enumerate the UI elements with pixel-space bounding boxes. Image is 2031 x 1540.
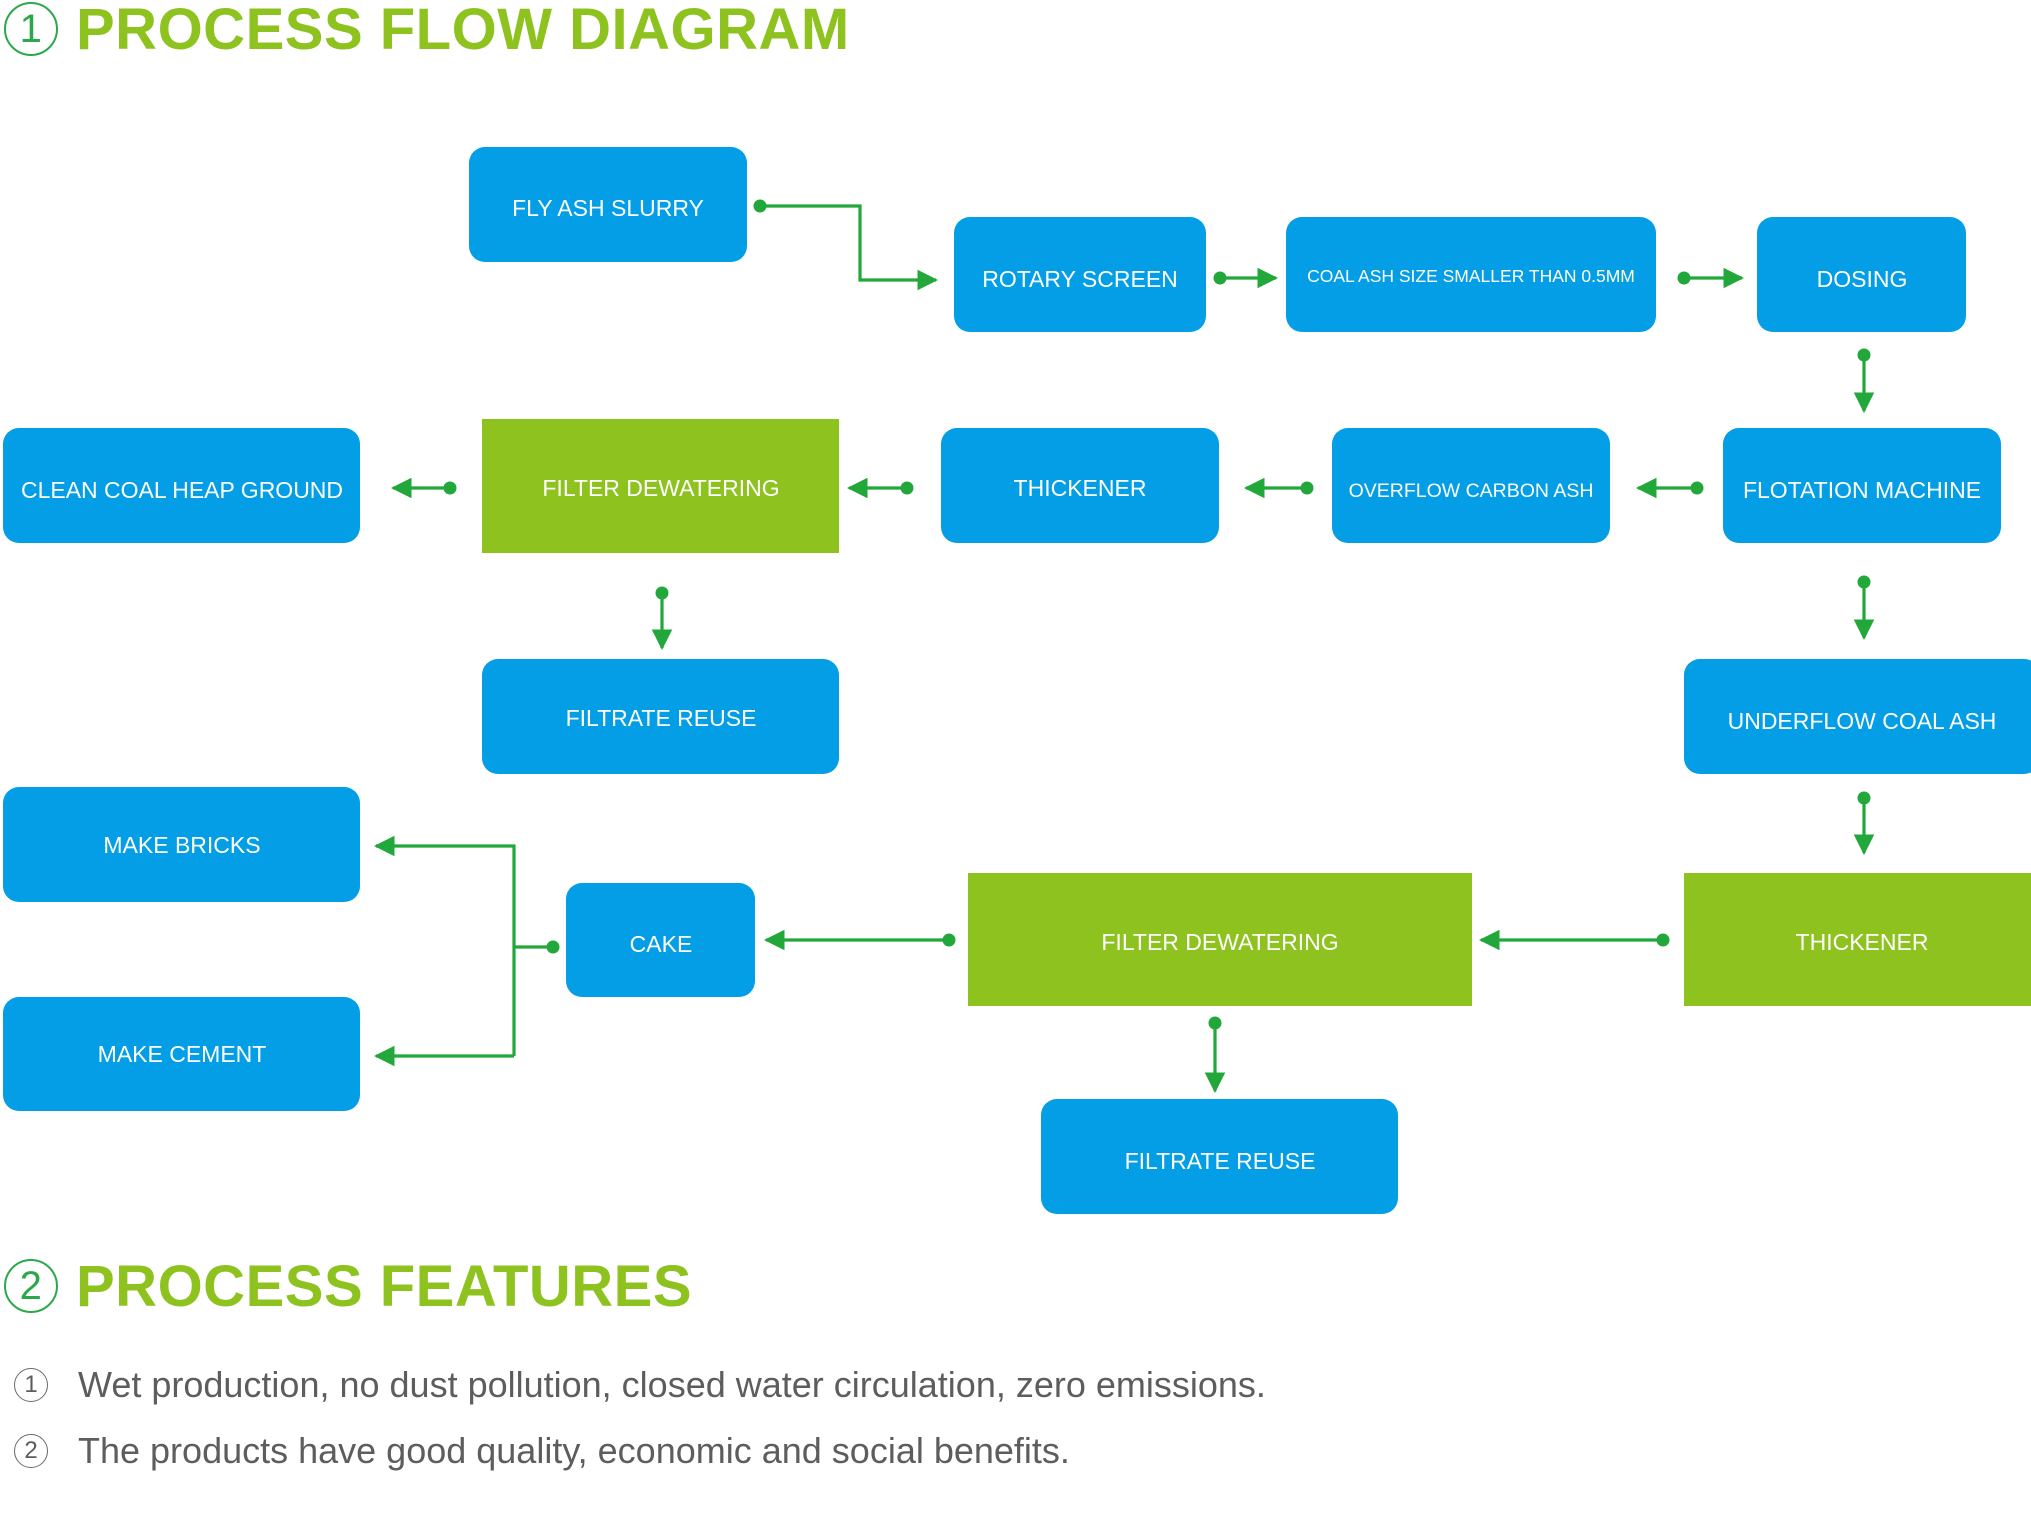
svg-text:MAKE CEMENT: MAKE CEMENT	[98, 1041, 267, 1067]
arrow-slurry-to-rotary-screen	[753, 199, 939, 291]
svg-text:ROTARY SCREEN: ROTARY SCREEN	[982, 266, 1178, 292]
arrow-thickener-to-filter-dewatering	[846, 477, 914, 499]
svg-text:FLY ASH SLURRY: FLY ASH SLURRY	[512, 195, 704, 221]
node-filter-dewatering-lower: FILTER DEWATERING	[968, 873, 1472, 1006]
node-dosing: DOSING	[1757, 217, 1966, 332]
section-number-badge: 1	[4, 2, 58, 56]
node-overflow-carbon-ash: OVERFLOW CARBON ASH	[1332, 428, 1610, 543]
feature-text: Wet production, no dust pollution, close…	[78, 1364, 1266, 1405]
svg-text:FLOTATION MACHINE: FLOTATION MACHINE	[1743, 477, 1981, 503]
node-rotary-screen: ROTARY SCREEN	[954, 217, 1206, 332]
node-fly-ash-slurry: FLY ASH SLURRY	[469, 147, 747, 262]
feature-item: 2 The products have good quality, econom…	[14, 1426, 1266, 1476]
arrow-coal-ash-size-to-dosing	[1677, 267, 1745, 289]
node-filtrate-reuse-lower: FILTRATE REUSE	[1041, 1099, 1398, 1214]
svg-text:FILTER DEWATERING: FILTER DEWATERING	[1101, 929, 1338, 955]
section-heading-features: 2 PROCESS FEATURES	[4, 1253, 692, 1319]
arrow-filter-dewatering-to-filtrate-reuse-lower	[1204, 1016, 1226, 1094]
arrow-flotation-to-overflow	[1635, 477, 1704, 499]
feature-number: 1	[14, 1368, 48, 1402]
svg-text:FILTRATE REUSE: FILTRATE REUSE	[566, 705, 757, 731]
features-list: 1 Wet production, no dust pollution, clo…	[14, 1360, 1266, 1492]
svg-text:DOSING: DOSING	[1817, 266, 1908, 292]
arrow-overflow-to-thickener	[1243, 477, 1314, 499]
arrow-flotation-to-underflow	[1853, 575, 1875, 641]
arrow-filter-dewatering-to-filtrate-reuse	[651, 586, 673, 651]
node-coal-ash-size: COAL ASH SIZE SMALLER THAN 0.5MM	[1286, 217, 1656, 332]
svg-text:UNDERFLOW COAL ASH: UNDERFLOW COAL ASH	[1728, 708, 1997, 734]
feature-number: 2	[14, 1434, 48, 1468]
svg-text:THICKENER: THICKENER	[1796, 929, 1929, 955]
node-make-bricks: MAKE BRICKS	[3, 787, 360, 902]
arrow-filter-dewatering-to-cake	[763, 929, 956, 951]
svg-text:COAL ASH SIZE SMALLER THAN 0.5: COAL ASH SIZE SMALLER THAN 0.5MM	[1307, 266, 1635, 286]
svg-text:MAKE BRICKS: MAKE BRICKS	[103, 832, 260, 858]
section-title: PROCESS FLOW DIAGRAM	[76, 0, 850, 62]
arrow-underflow-to-thickener	[1853, 791, 1875, 856]
node-thickener-upper: THICKENER	[941, 428, 1219, 543]
node-flotation-machine: FLOTATION MACHINE	[1723, 428, 2001, 543]
svg-text:OVERFLOW CARBON ASH: OVERFLOW CARBON ASH	[1349, 480, 1594, 502]
feature-text: The products have good quality, economic…	[78, 1430, 1070, 1471]
section-heading-flow-diagram: 1 PROCESS FLOW DIAGRAM	[4, 0, 850, 62]
arrow-filter-dewatering-to-clean-coal	[390, 477, 457, 499]
svg-text:FILTER DEWATERING: FILTER DEWATERING	[542, 475, 779, 501]
svg-text:CLEAN COAL HEAP GROUND: CLEAN COAL HEAP GROUND	[21, 477, 343, 503]
arrow-rotary-screen-to-coal-ash-size	[1213, 267, 1279, 289]
node-clean-coal-heap-ground: CLEAN COAL HEAP GROUND	[3, 428, 360, 543]
node-filter-dewatering-upper: FILTER DEWATERING	[482, 419, 839, 553]
node-thickener-lower: THICKENER	[1684, 873, 2031, 1006]
section-title: PROCESS FEATURES	[76, 1253, 693, 1319]
svg-text:FILTRATE REUSE: FILTRATE REUSE	[1125, 1148, 1316, 1174]
arrow-dosing-to-flotation	[1853, 348, 1875, 414]
svg-text:CAKE: CAKE	[630, 931, 693, 957]
svg-text:THICKENER: THICKENER	[1014, 475, 1147, 501]
arrow-thickener-to-filter-dewatering-lower	[1478, 929, 1670, 951]
node-make-cement: MAKE CEMENT	[3, 997, 360, 1111]
feature-item: 1 Wet production, no dust pollution, clo…	[14, 1360, 1266, 1410]
node-underflow-coal-ash: UNDERFLOW COAL ASH	[1684, 659, 2031, 774]
node-filtrate-reuse-upper: FILTRATE REUSE	[482, 659, 839, 774]
node-cake: CAKE	[566, 883, 755, 997]
section-number-badge: 2	[4, 1259, 58, 1313]
arrow-cake-to-bricks-and-cement	[373, 835, 560, 1067]
